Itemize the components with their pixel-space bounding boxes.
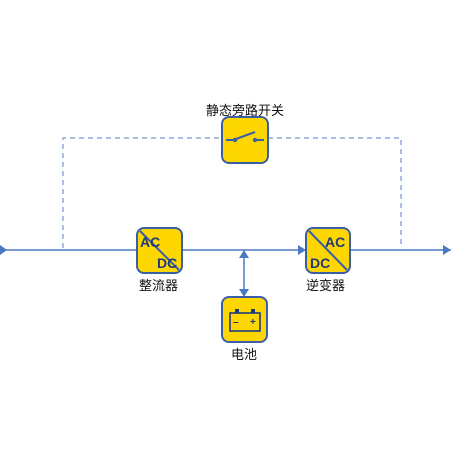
battery-plus-sign: + <box>250 317 256 328</box>
dc-bus-arrow <box>298 245 306 255</box>
battery-minus-sign: – <box>233 317 239 328</box>
rectifier-box: AC DC <box>136 227 183 274</box>
inverter-label: 逆变器 <box>306 279 346 294</box>
battery-label: 电池 <box>231 348 258 363</box>
inverter-ac-text: AC <box>325 234 345 250</box>
rectifier-ac-text: AC <box>140 234 160 250</box>
output-arrow <box>443 245 451 255</box>
rectifier-dc-text: DC <box>157 255 177 271</box>
bypass-dashed-line <box>62 137 222 248</box>
battery-link-arrow-up <box>239 250 249 258</box>
input-arrow <box>0 245 7 255</box>
bypass-switch-box <box>221 116 269 164</box>
inverter-dc-text: DC <box>310 255 330 271</box>
battery-link-arrow-down <box>239 289 249 297</box>
inverter-box: AC DC <box>305 227 351 274</box>
bypass-switch-label: 静态旁路开关 <box>206 104 285 119</box>
battery-box: – + <box>221 296 268 343</box>
rectifier-label: 整流器 <box>139 279 179 294</box>
